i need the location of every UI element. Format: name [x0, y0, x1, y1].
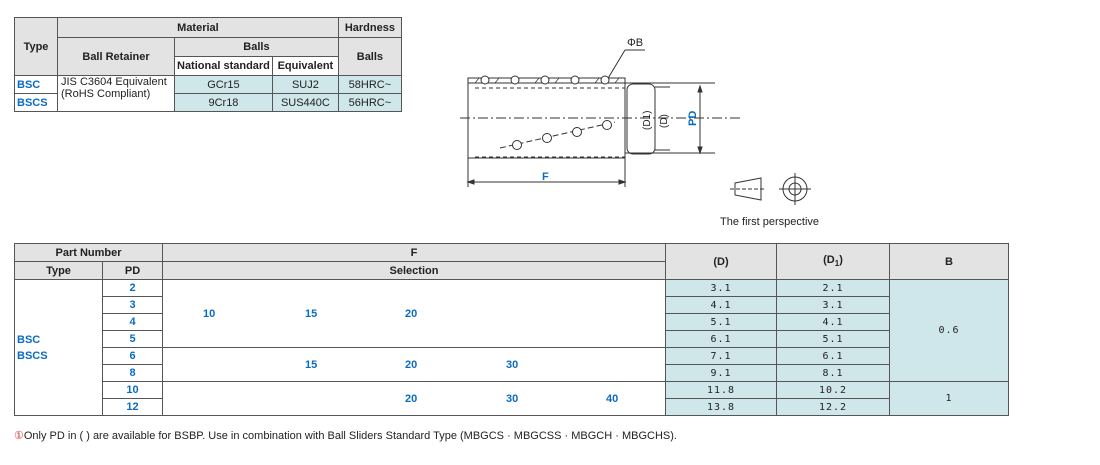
pd-cell: 2	[102, 279, 163, 297]
retainer-line-1: JIS C3604 Equivalent	[61, 76, 167, 88]
pd-cell: 10	[102, 381, 163, 399]
table-row: 4 5.1 4.1	[15, 313, 1009, 331]
selection-group-2: 15 20 30	[162, 347, 666, 382]
d-cell: 3.1	[665, 279, 777, 297]
projection-symbol	[730, 173, 811, 205]
material-row: BSC JIS C3604 Equivalent (RoHS Compliant…	[14, 75, 402, 112]
technical-drawing: ΦB (D1) (D) PD F The first perspective	[460, 37, 819, 228]
selection-group-3: 20 30 40	[162, 381, 666, 416]
table-row: 12 13.8 12.2	[15, 398, 1009, 416]
phi-b-label: ΦB	[627, 37, 643, 49]
d1-cell: 6.1	[776, 347, 890, 365]
ball-row-diagonal	[512, 120, 612, 150]
type-bsc: BSC	[17, 333, 41, 346]
selection-group-1: 10 15 20	[162, 279, 666, 348]
d1-header: (D1)	[776, 243, 890, 280]
national-standard-header: National standard	[174, 56, 273, 76]
d1-cell: 2.1	[776, 279, 890, 297]
selection-header: Selection	[162, 261, 666, 280]
pd-cell: 12	[102, 398, 163, 416]
b-header: B	[889, 243, 1009, 280]
table-row: 10 20 30 40 11.8 10.2 1	[15, 381, 1009, 416]
note-mark: ①	[14, 430, 24, 442]
dimension-table: Part Number F (D) (D1) B Type PD Selecti…	[14, 243, 1009, 416]
ball-retainer-header: Ball Retainer	[57, 37, 175, 76]
d-label: (D)	[659, 114, 670, 128]
d1-cell: 4.1	[776, 313, 890, 331]
national-cell: GCr15	[174, 75, 273, 94]
d1-label: (D1)	[642, 111, 653, 130]
f-value: 20	[405, 392, 418, 405]
d-cell: 11.8	[665, 381, 777, 399]
table-row: BSC BSCS 2 10 15 20 3.1 2.1 0.6	[14, 279, 1009, 416]
note-text: Only PD in ( ) are available for BSBP. U…	[23, 430, 677, 442]
equivalent-header: Equivalent	[271, 56, 339, 76]
hardness-balls-header: Balls	[337, 37, 402, 76]
pd-label: PD	[687, 111, 699, 126]
d-cell: 6.1	[665, 330, 777, 348]
material-header: Material	[57, 17, 339, 38]
type-bscs: BSCS	[17, 349, 48, 362]
type-cell: BSC BSCS	[14, 279, 103, 416]
d-cell: 9.1	[665, 364, 777, 382]
d1-cell: 5.1	[776, 330, 890, 348]
f-value: 30	[506, 392, 519, 405]
pd-cell: 4	[102, 313, 163, 331]
table-row: 6 15 20 30 7.1 6.1	[15, 347, 1009, 382]
b-cell: 1	[889, 381, 1009, 416]
pd-cell: 5	[102, 330, 163, 348]
projection-caption: The first perspective	[720, 216, 819, 228]
d1-cell: 12.2	[776, 398, 890, 416]
f-value: 40	[606, 392, 619, 405]
f-value: 10	[203, 307, 216, 320]
f-value: 20	[405, 307, 418, 320]
d1-cell: 8.1	[776, 364, 890, 382]
f-value: 15	[305, 307, 318, 320]
retainer-line-2: (RoHS Compliant)	[61, 88, 151, 100]
d-cell: 5.1	[665, 313, 777, 331]
f-label: F	[542, 171, 549, 183]
end-profile	[626, 83, 656, 155]
pd-cell: 6	[102, 347, 163, 365]
hardness-header: Hardness	[337, 17, 402, 38]
type-cell: BSC	[14, 75, 58, 94]
pd-header: PD	[102, 261, 163, 280]
ball-row-top	[480, 75, 610, 85]
equivalent-cell: SUJ2	[271, 75, 339, 94]
d1-cell: 3.1	[776, 296, 890, 314]
balls-header: Balls	[174, 37, 339, 57]
equivalent-cell: SUS440C	[271, 93, 339, 112]
hardness-cell: 56HRC~	[337, 93, 402, 112]
d-cell: 13.8	[665, 398, 777, 416]
d1-cell: 10.2	[776, 381, 890, 399]
retainer-cell: JIS C3604 Equivalent (RoHS Compliant)	[57, 75, 175, 112]
part-number-header: Part Number	[14, 243, 163, 262]
type-cell: BSCS	[14, 93, 58, 112]
hardness-cell: 58HRC~	[337, 75, 402, 94]
b-cell: 0.6	[889, 279, 1009, 382]
pd-cell: 3	[102, 296, 163, 314]
national-cell: 9Cr18	[174, 93, 273, 112]
material-table: Type Material Hardness Ball Retainer Bal…	[14, 17, 402, 112]
d-header: (D)	[665, 243, 777, 280]
material-row: BSCS 9Cr18 SUS440C 56HRC~	[14, 93, 402, 112]
f-value: 15	[305, 358, 318, 371]
d-cell: 7.1	[665, 347, 777, 365]
pd-cell: 8	[102, 364, 163, 382]
f-value: 20	[405, 358, 418, 371]
f-value: 30	[506, 358, 519, 371]
footnote: ①Only PD in ( ) are available for BSBP. …	[14, 429, 677, 442]
type-header: Type	[14, 261, 103, 280]
d-cell: 4.1	[665, 296, 777, 314]
type-header: Type	[14, 17, 58, 76]
f-header: F	[162, 243, 666, 262]
